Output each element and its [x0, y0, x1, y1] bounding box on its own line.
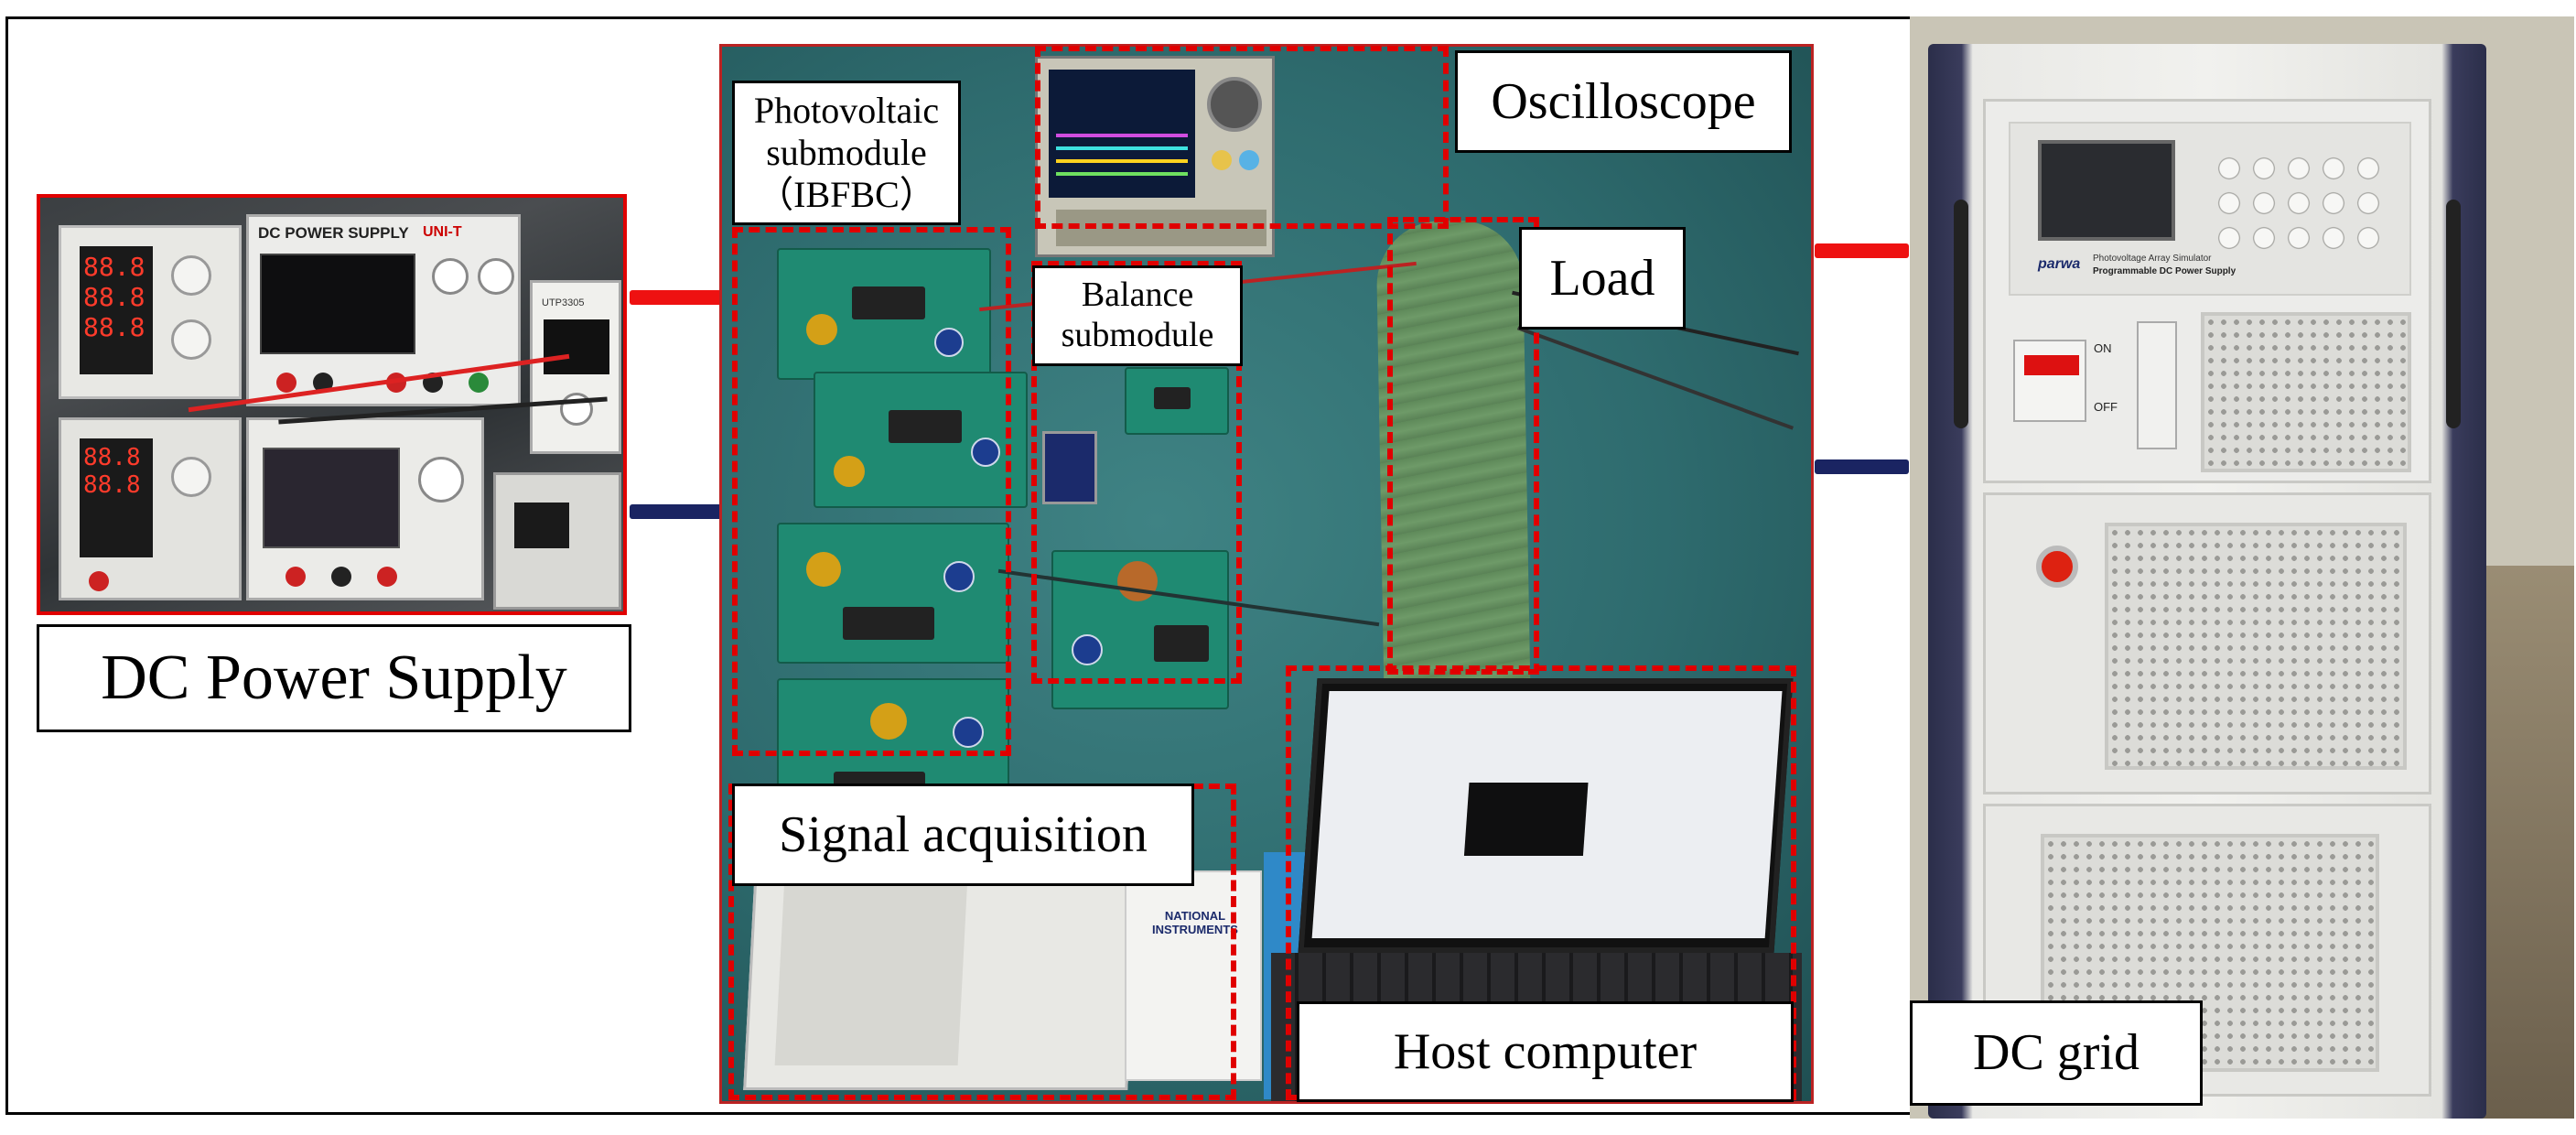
negative-connector-right: [1815, 459, 1909, 474]
negative-connector-left: [630, 504, 723, 519]
grid-middle-panel: [1983, 492, 2431, 794]
psu-brand-text: UNI-T: [423, 224, 462, 240]
dc-power-supply-label: DC Power Supply: [37, 624, 631, 732]
grid-line2-text: Programmable DC Power Supply: [2093, 266, 2236, 276]
balance-board-1: [1125, 367, 1229, 435]
balance-submodule-label: Balance submodule: [1032, 265, 1243, 366]
grid-line1-text: Photovoltage Array Simulator: [2093, 254, 2212, 264]
emergency-stop-button: [2036, 546, 2078, 588]
positive-connector-left: [630, 290, 723, 305]
balance-submodule-box: [1031, 261, 1242, 684]
balance-display-module: [1042, 431, 1097, 504]
load-box: [1387, 217, 1539, 675]
pv-submodule-box: [732, 227, 1011, 756]
grid-brand-text: parwa: [2038, 256, 2081, 272]
psu-unit-bottom-center: [246, 417, 484, 600]
psu-model-text: UTP3305: [542, 297, 585, 308]
load-label: Load: [1519, 227, 1686, 330]
dc-grid-photo: parwa Photovoltage Array Simulator Progr…: [1910, 16, 2574, 1119]
switch-off-text: OFF: [2094, 400, 2118, 414]
switch-on-text: ON: [2094, 341, 2112, 355]
psu-title-text: DC POWER SUPPLY: [258, 224, 409, 242]
photovoltaic-submodule-label: Photovoltaic submodule （IBFBC）: [732, 81, 961, 225]
oscilloscope-box: [1035, 46, 1449, 229]
grid-display: [2038, 140, 2175, 241]
psu-unit-top-center: DC POWER SUPPLY UNI-T: [246, 214, 521, 406]
daq-label-panel: NATIONAL INSTRUMENTS: [1125, 870, 1262, 1081]
psu-side-panel: [493, 472, 621, 610]
oscilloscope-label: Oscilloscope: [1455, 50, 1792, 153]
psu-unit-top-right: UTP3305: [530, 280, 621, 454]
grid-breaker: [2013, 340, 2086, 422]
dc-grid-label: DC grid: [1910, 1000, 2203, 1106]
grid-control-panel: parwa Photovoltage Array Simulator Progr…: [1983, 99, 2431, 483]
pv-board-2: [814, 372, 1028, 508]
positive-connector-right: [1815, 243, 1909, 258]
dc-grid-cabinet: parwa Photovoltage Array Simulator Progr…: [1928, 44, 2486, 1119]
host-computer-label: Host computer: [1297, 1001, 1794, 1102]
signal-acquisition-label: Signal acquisition: [732, 784, 1194, 886]
daq-brand-text: NATIONAL INSTRUMENTS: [1152, 909, 1238, 936]
pv-board-3: [777, 523, 1009, 664]
